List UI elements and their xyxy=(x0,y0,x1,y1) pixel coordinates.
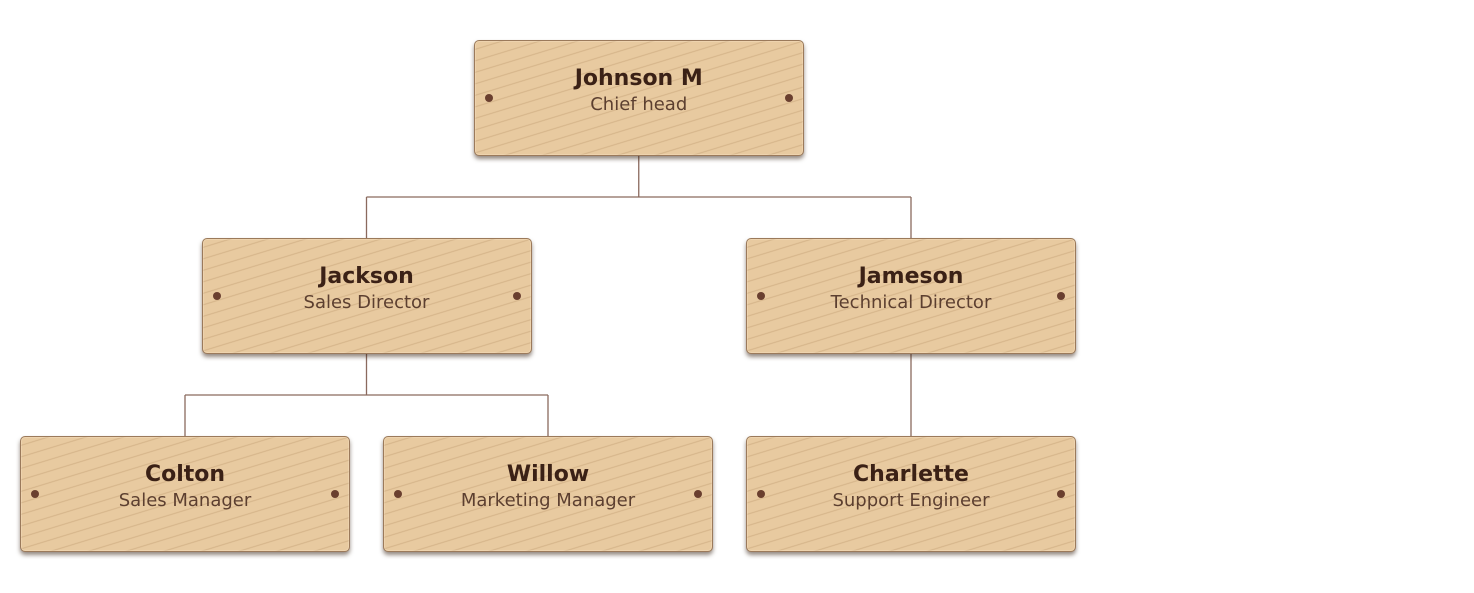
pin-icon xyxy=(512,292,521,300)
pin-icon xyxy=(757,292,765,300)
node-name: Colton xyxy=(144,462,226,487)
pin-icon xyxy=(484,94,493,102)
pin-icon xyxy=(31,490,39,498)
node-role: Support Engineer xyxy=(832,490,990,511)
node-role: Sales Manager xyxy=(118,490,252,511)
node-role: Technical Director xyxy=(830,292,992,313)
node-role: Chief head xyxy=(590,94,688,115)
pin-icon xyxy=(694,490,702,498)
node-name: Johnson M xyxy=(574,66,703,91)
pin-icon xyxy=(1057,490,1065,498)
pin-icon xyxy=(331,490,339,498)
pin-icon xyxy=(757,490,765,498)
pin-icon xyxy=(394,490,402,498)
node-role: Sales Director xyxy=(303,292,430,313)
pin-icon xyxy=(1057,292,1065,300)
node-name: Jackson xyxy=(319,264,414,289)
node-name: Charlette xyxy=(853,462,969,487)
node-name: Willow xyxy=(506,462,590,487)
node-name: Jameson xyxy=(858,264,964,289)
org-node-johnson-m[interactable]: Johnson M Chief head xyxy=(473,40,804,156)
node-role: Marketing Manager xyxy=(460,490,636,511)
pin-icon xyxy=(212,292,221,300)
pin-icon xyxy=(784,94,793,102)
